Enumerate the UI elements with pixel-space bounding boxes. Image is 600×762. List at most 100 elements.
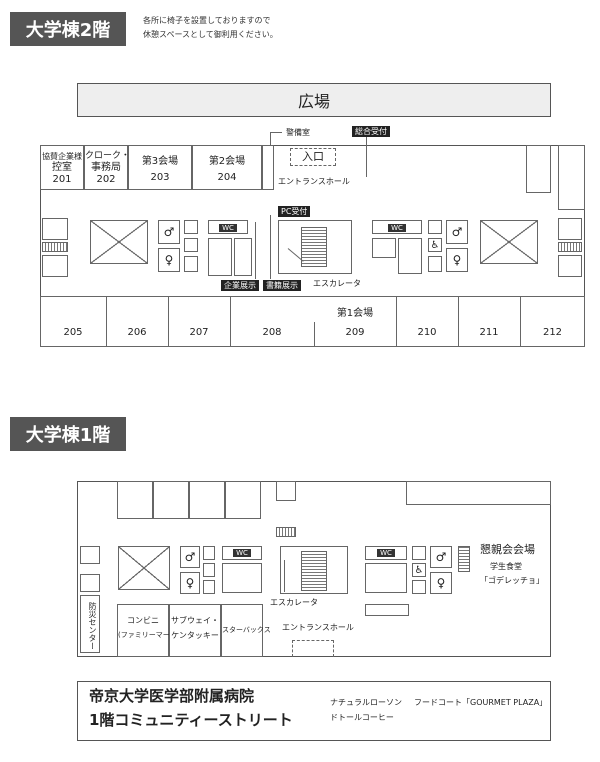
f1-small-5: [412, 580, 426, 594]
left-core-1: [42, 218, 68, 240]
restroom-female-1f-left: ♀: [180, 572, 200, 594]
divider: [168, 296, 169, 347]
security-room-label: 警備室: [286, 128, 310, 137]
company-exhibit-leader: [255, 222, 256, 279]
small-room-2: [184, 238, 198, 252]
restroom-icon: WC: [233, 549, 251, 557]
f1-left-core-1: [80, 546, 100, 564]
f1-top-block-4: [225, 481, 261, 519]
shop-convenience[interactable]: コンビニ (ファミリーマート): [117, 604, 180, 657]
restroom-icon: WC: [388, 224, 406, 232]
f1-top-block-5: [276, 481, 296, 501]
convenience-sub: (ファミリーマート): [118, 631, 180, 639]
f1-small-1: [203, 546, 215, 560]
divider: [396, 296, 397, 347]
disaster-center[interactable]: 防災センター: [80, 595, 100, 653]
accessible-icon: ♿: [414, 564, 424, 576]
accessible-icon: ♿: [430, 239, 440, 251]
small-room-7: [428, 256, 442, 272]
cafeteria-label: 学生食堂: [490, 562, 522, 571]
room-202-name2: 事務局: [91, 162, 121, 173]
banquet-venue[interactable]: 懇親会会場: [480, 543, 535, 556]
f1-stairs-top: [276, 527, 296, 537]
room-201[interactable]: 協賛企業様 控室 201: [40, 145, 84, 190]
restroom-male-2f-right: ♂: [446, 220, 468, 244]
security-leader-h: [270, 132, 282, 133]
convenience-name: コンビニ: [127, 616, 159, 625]
shop-starbucks[interactable]: スターバックス: [221, 604, 271, 657]
room-204[interactable]: 第2会場 204: [192, 145, 262, 190]
shop-subway-kfc[interactable]: サブウェイ・ ケンタッキー: [169, 604, 221, 657]
f1-wc-right: WC: [365, 546, 407, 560]
exhibit-area: [234, 238, 252, 276]
escalator-2f: [301, 227, 327, 267]
room-206[interactable]: 206: [127, 327, 147, 338]
note-line-2: 休憩スペースとして御利用ください。: [143, 30, 278, 39]
escalator-area-2f: [278, 220, 352, 274]
room-204-num: 204: [217, 172, 237, 183]
escalator-1f: [301, 551, 327, 591]
f1-top-block-1: [117, 481, 153, 519]
escalator-label-1f: エスカレータ: [270, 598, 318, 607]
floor2-title: 大学棟2階: [10, 12, 126, 46]
elevator-block-2f: [208, 238, 232, 276]
female-icon: ♀: [185, 576, 195, 590]
male-icon: ♂: [435, 550, 447, 564]
room-202[interactable]: クローク・ 事務局 202: [84, 145, 130, 190]
female-icon: ♀: [452, 253, 462, 267]
divider: [520, 296, 521, 347]
room-207[interactable]: 207: [189, 327, 209, 338]
room-208[interactable]: 208: [262, 327, 282, 338]
f1-small-4: [412, 546, 426, 560]
left-core-2: [42, 255, 68, 277]
room-211[interactable]: 211: [479, 327, 499, 338]
restroom-wc-2f-right: WC: [372, 220, 422, 234]
entrance-hall-2f: エントランスホール: [278, 177, 350, 186]
restroom-icon: WC: [377, 549, 395, 557]
book-exhibit-leader: [270, 215, 271, 279]
book-exhibit-tag: 書籍展示: [263, 280, 301, 291]
male-icon: ♂: [184, 550, 196, 564]
room-203-name: 第3会場: [141, 156, 179, 167]
escalator-area-1f: [280, 546, 348, 594]
f1-top-block-2: [153, 481, 189, 519]
floor2-note: 各所に椅子を設置しておりますので 休憩スペースとして御利用ください。: [143, 14, 278, 42]
room-210[interactable]: 210: [417, 327, 437, 338]
f1-wc-left: WC: [222, 546, 262, 560]
hall-1[interactable]: 第1会場: [336, 308, 374, 319]
entrance-1f[interactable]: [292, 640, 334, 657]
subway-name: サブウェイ・: [171, 616, 219, 625]
room-203[interactable]: 第3会場 203: [128, 145, 192, 190]
small-room-5: [398, 238, 422, 274]
reception-main-tag: 総合受付: [352, 126, 390, 137]
community-street: 1階コミュニティーストリート: [89, 711, 293, 729]
restroom-female-1f-right: ♀: [430, 572, 452, 594]
right-top-block-1: [526, 145, 551, 193]
room-209[interactable]: 209: [345, 327, 365, 338]
room-203-num: 203: [150, 172, 170, 183]
room-212[interactable]: 212: [542, 327, 563, 338]
f1-small-3: [203, 580, 215, 594]
atrium-void-right: [480, 220, 538, 264]
shop-natural-lawson: ナチュラルローソン: [330, 698, 402, 707]
entrance-2f[interactable]: 入口: [290, 148, 336, 166]
f1-small-2: [203, 563, 215, 577]
room-205[interactable]: 205: [63, 327, 83, 338]
restroom-male-1f-right: ♂: [430, 546, 452, 568]
shop-doutor: ドトールコーヒー: [330, 713, 394, 722]
f1-left-core-2: [80, 574, 100, 592]
entrance-hall-1f: エントランスホール: [282, 623, 354, 632]
floor1-title: 大学棟1階: [10, 417, 126, 451]
divider: [106, 296, 107, 347]
escalator-label-2f: エスカレータ: [313, 279, 361, 288]
note-line-1: 各所に椅子を設置しておりますので: [143, 16, 271, 25]
cafeteria-name: 「ゴデレッチョ」: [480, 576, 544, 585]
f1-top-block-right: [406, 481, 551, 505]
small-room-6: [428, 220, 442, 234]
restroom-icon: WC: [219, 224, 237, 232]
food-court: フードコート「GOURMET PLAZA」: [414, 698, 548, 707]
female-icon: ♀: [436, 576, 446, 590]
f1-top-block-3: [189, 481, 225, 519]
right-core-2: [558, 255, 582, 277]
stairs-left: [42, 242, 68, 252]
